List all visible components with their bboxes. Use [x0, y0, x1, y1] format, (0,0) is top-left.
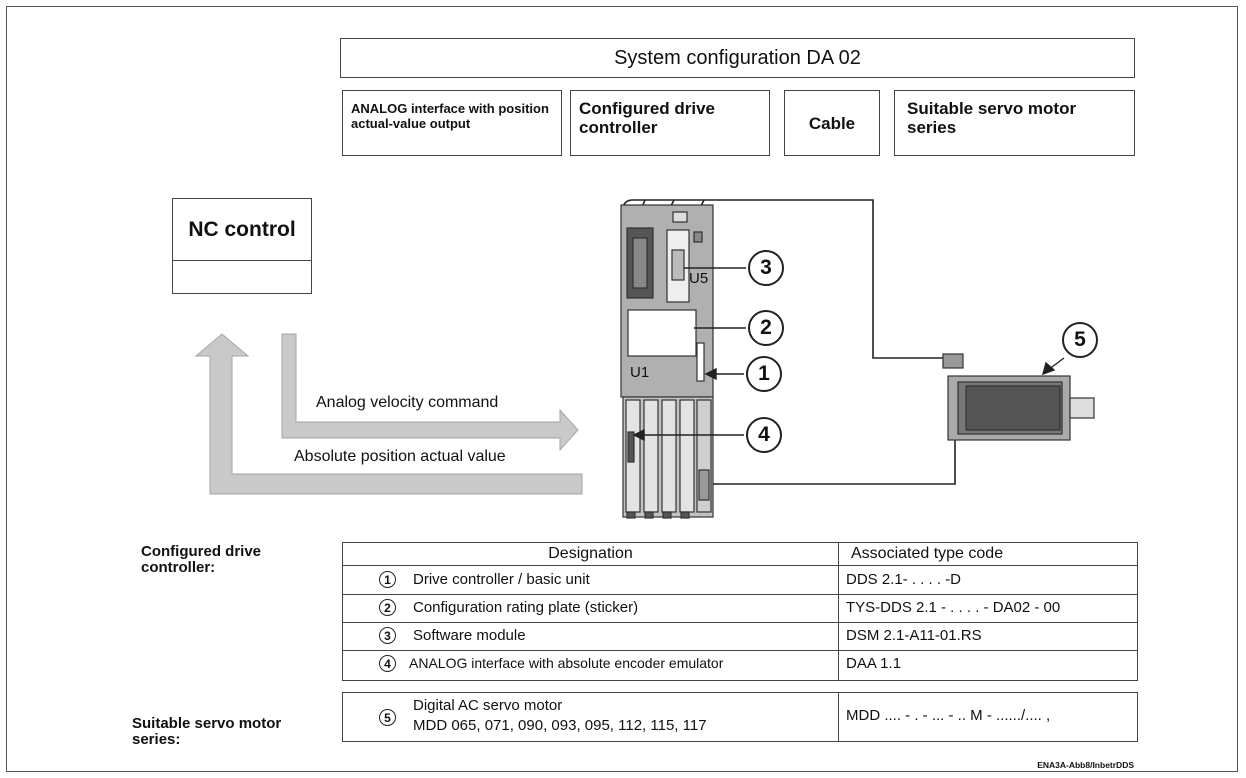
callout-5: 5 [1062, 322, 1098, 358]
u1-label: U1 [630, 364, 650, 381]
callout-1: 1 [746, 356, 782, 392]
cable-encoder [706, 440, 956, 485]
configured-drive-controller-label: Configured drive controller: [141, 543, 262, 576]
servo-motor [942, 353, 1095, 441]
system-title: System configuration DA 02 [340, 38, 1135, 78]
header-cable: Cable [784, 90, 880, 156]
drive-controller [620, 204, 714, 519]
row-designation: Software module [413, 627, 526, 644]
callout-2: 2 [748, 310, 784, 346]
velocity-command-label: Analog velocity command [316, 394, 499, 411]
row-number: 1 [379, 571, 396, 588]
header-configured-drive-controller: Configured drive controller [570, 90, 770, 156]
row-designation: Drive controller / basic unit [413, 571, 590, 588]
motor-description-line2: MDD 065, 071, 090, 093, 095, 112, 115, 1… [413, 717, 707, 734]
row-type-code: TYS-DDS 2.1 - . . . . - DA02 - 00 [846, 599, 1061, 616]
leader-lines [632, 267, 1065, 442]
motor-description-line1: Digital AC servo motor [413, 697, 563, 714]
motor-table: 5 Digital AC servo motor MDD 065, 071, 0… [342, 692, 1138, 742]
header-servo-motor-series: Suitable servo motor series [894, 90, 1135, 156]
row-number: 4 [379, 655, 396, 672]
row-number: 5 [379, 709, 396, 726]
designation-table: Designation Associated type code 1 Drive… [342, 542, 1138, 681]
row-number: 2 [379, 599, 396, 616]
row-type-code: DSM 2.1-A11-01.RS [846, 627, 982, 644]
nc-control-title: NC control [173, 199, 311, 261]
position-feedback-arrow [194, 333, 583, 495]
table-header-type-code: Associated type code [851, 545, 1004, 562]
signal-arrows [194, 333, 583, 495]
row-number: 3 [379, 627, 396, 644]
figure-reference: ENA3A-Abb8/InbetrDDS [1037, 760, 1134, 770]
callout-3: 3 [748, 250, 784, 286]
u5-label: U5 [689, 270, 709, 287]
servo-motor-series-label: Suitable servo motor series: [132, 715, 282, 748]
row-designation: Configuration rating plate (sticker) [413, 599, 639, 616]
row-designation: ANALOG interface with absolute encoder e… [409, 655, 724, 671]
row-type-code: DAA 1.1 [846, 655, 902, 672]
callout-4: 4 [746, 417, 782, 453]
table-header-designation: Designation [548, 545, 633, 562]
row-type-code: DDS 2.1- . . . . -D [846, 571, 962, 588]
motor-type-code: MDD .... - . - ... - .. M - ....../.... … [846, 707, 1051, 724]
nc-control-box: NC control [172, 198, 312, 294]
velocity-command-arrow [281, 333, 579, 452]
outer-frame [6, 6, 1238, 772]
position-value-label: Absolute position actual value [294, 448, 506, 465]
header-analog-interface: ANALOG interface with position actual-va… [342, 90, 562, 156]
